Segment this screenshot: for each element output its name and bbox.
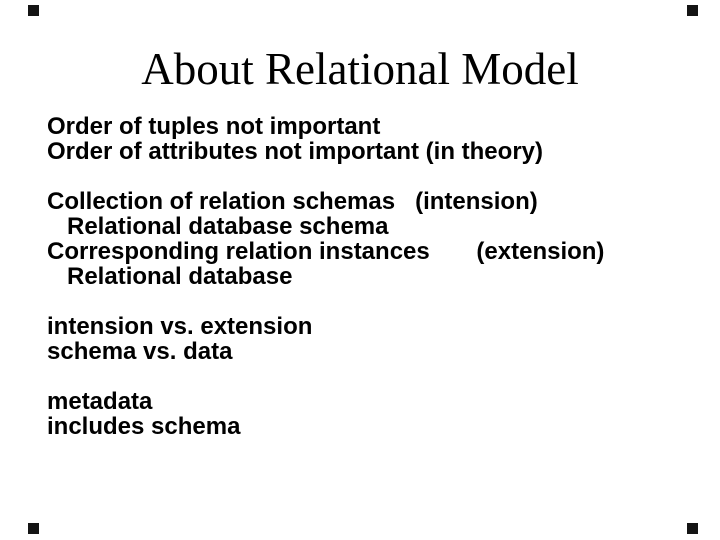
body-line: intension vs. extension — [47, 313, 313, 340]
body-line — [47, 164, 604, 189]
body-line: Order of attributes not important (in th… — [47, 138, 543, 165]
body-line — [47, 289, 604, 314]
corner-mark-top-right — [687, 5, 698, 16]
slide-title: About Relational Model — [141, 44, 579, 94]
corner-mark-bottom-right — [687, 523, 698, 534]
body-line: Relational database schema — [47, 213, 389, 240]
body-line: Relational database — [47, 263, 293, 290]
body-line: Order of tuples not important — [47, 113, 381, 140]
body-line — [47, 364, 604, 389]
body-line: schema vs. data — [47, 338, 233, 365]
body-line: includes schema — [47, 413, 241, 440]
corner-mark-top-left — [28, 5, 39, 16]
body-line: Corresponding relation instances (extens… — [47, 238, 605, 265]
body-line: metadata — [47, 388, 153, 415]
corner-mark-bottom-left — [28, 523, 39, 534]
body-line: Collection of relation schemas (intensio… — [47, 188, 538, 215]
